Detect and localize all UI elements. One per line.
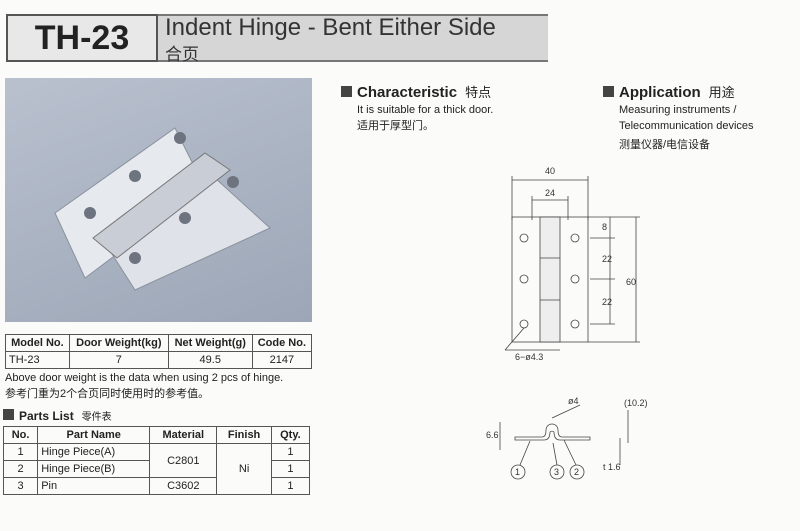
cell-model: TH-23 [5, 351, 70, 369]
note-cn: 参考门重为2个合页同时使用时的参考值。 [5, 388, 210, 400]
product-code: TH-23 [6, 14, 158, 62]
col-material: Material [149, 426, 218, 444]
product-subtitle-cn: 合页 [165, 45, 199, 64]
dim-thickness: t 1.6 [603, 462, 621, 472]
callout-3: 3 [554, 467, 559, 477]
dim-overall: (10.2) [624, 398, 648, 408]
cell-net-weight: 49.5 [167, 351, 253, 369]
dim-knuckle: 24 [545, 188, 555, 198]
cell-door-weight: 7 [68, 351, 169, 369]
col-door-weight: Door Weight(kg) [68, 334, 169, 352]
cell-pin-material: C3602 [149, 477, 218, 495]
product-title: Indent Hinge - Bent Either Side [165, 14, 496, 41]
col-net-weight: Net Weight(g) [167, 334, 253, 352]
application-text: Measuring instruments /Telecommunication… [619, 104, 754, 151]
dim-height: 60 [626, 277, 636, 287]
note-en: Above door weight is the data when using… [5, 372, 284, 384]
col-model: Model No. [5, 334, 70, 352]
callout-2: 2 [574, 467, 579, 477]
dim-width: 40 [545, 166, 555, 176]
col-qty: Qty. [270, 426, 311, 444]
dim-holes: 6−ø4.3 [515, 352, 543, 362]
dim-pitch1: 22 [602, 254, 612, 264]
col-code: Code No. [251, 334, 313, 352]
dim-offset: 6.6 [486, 430, 499, 440]
dim-pitch2: 22 [602, 297, 612, 307]
product-photo [5, 78, 312, 322]
dim-pin: ø4 [568, 396, 579, 406]
characteristic-text: It is suitable for a thick door.适用于厚型门。 [357, 104, 494, 132]
col-part-name: Part Name [37, 426, 151, 444]
dim-top: 8 [602, 222, 607, 232]
callout-1: 1 [515, 467, 520, 477]
hinge-photo-illustration [54, 127, 271, 291]
col-no: No. [2, 426, 39, 444]
technical-drawing: 40 24 8 22 22 60 6−ø4.3 ø4 (10.2) 6.6 t … [486, 166, 648, 480]
spec-table: Model No.Door Weight(kg)Net Weight(g)Cod… [5, 334, 313, 369]
cell-code: 2147 [251, 351, 313, 369]
col-finish: Finish [216, 426, 272, 444]
